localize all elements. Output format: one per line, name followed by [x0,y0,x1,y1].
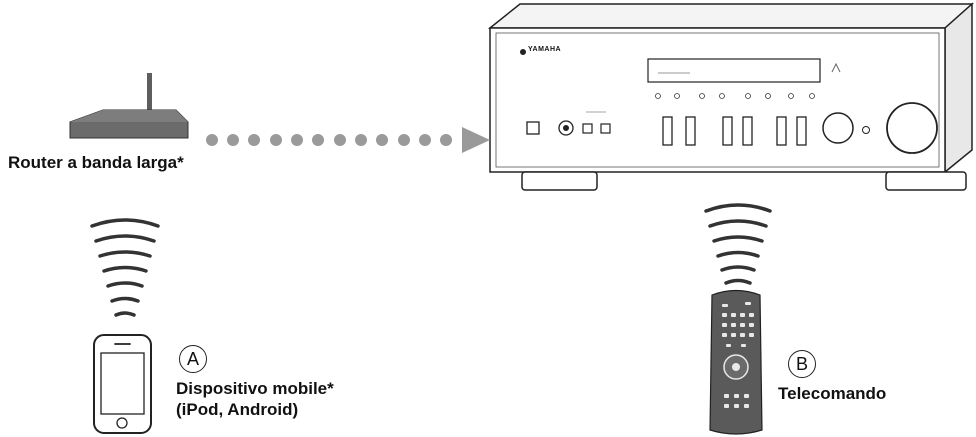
remote-wireless-waves-icon [704,203,772,285]
router-label: Router a banda larga* [8,153,184,172]
connection-arrow [206,127,490,153]
mobile-label-line2: (iPod, Android) [176,400,299,419]
smartphone-icon [93,334,152,434]
remote-control-icon [709,289,763,435]
router-icon [69,73,189,139]
mobile-badge: A [179,345,207,373]
mobile-label-line1: Dispositivo mobile* [176,379,334,398]
remote-label: Telecomando [778,384,887,403]
receiver-brand: YAMAHA [528,46,562,53]
remote-badge: B [788,350,816,378]
network-receiver-icon [487,2,974,191]
mobile-wireless-waves-icon [90,218,160,317]
